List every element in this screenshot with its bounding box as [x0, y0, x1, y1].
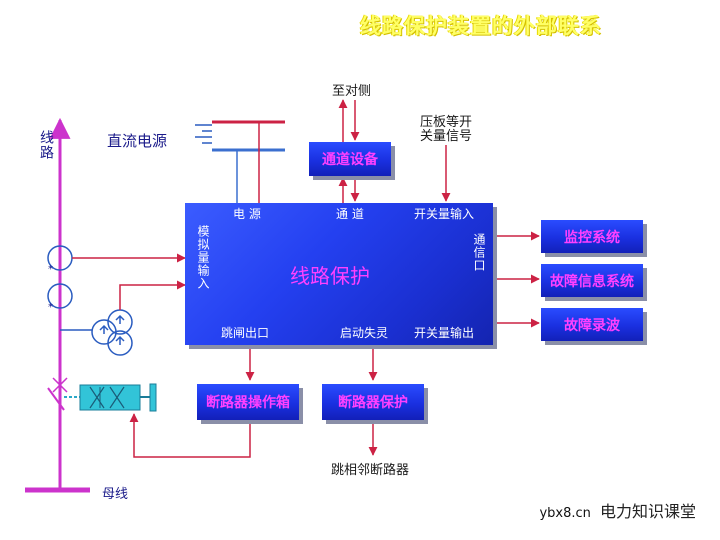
- breaker-protection-box: 断路器保护: [322, 384, 424, 420]
- ct-mark-2: *: [48, 302, 53, 313]
- bus-label: 母线: [102, 487, 129, 502]
- power-input-label: 电 源: [233, 207, 261, 221]
- analog-input-label: 模拟量输入: [196, 225, 210, 290]
- channel-input-label: 通 道: [336, 207, 364, 221]
- ct-2: [47, 283, 73, 309]
- switch-output-label: 开关量输出: [414, 326, 475, 340]
- start-fail-label: 启动失灵: [340, 326, 389, 340]
- line-protection-title: 线路保护: [290, 264, 370, 288]
- switch-input-label: 开关量输入: [414, 207, 475, 221]
- comm-port-label: 通信口: [472, 233, 486, 272]
- monitor-system-box: 监控系统: [541, 220, 643, 253]
- ct-mark-1: *: [48, 264, 53, 275]
- dc-power-label: 直流电源: [107, 132, 168, 150]
- wire-op-mech: [129, 413, 251, 458]
- watermark-brand: 电力知识课堂: [599, 502, 696, 521]
- trip-adjacent-label: 跳相邻断路器: [331, 463, 410, 478]
- breaker-operation-box: 断路器操作箱: [197, 384, 299, 420]
- line-label: 线路: [38, 130, 54, 160]
- watermark-url: ybx8.cn: [539, 506, 591, 521]
- wire-pt-analog: [119, 280, 186, 310]
- switch-signal-label: 压板等开关量信号: [420, 115, 473, 144]
- pt-symbol: [91, 309, 133, 356]
- dc-source-symbol: [195, 124, 212, 144]
- line-protection-box: 电 源 通 道 开关量输入 模拟量输入 通信口 线路保护 跳闸出口 启动失灵 开…: [185, 203, 493, 345]
- trip-output-label: 跳闸出口: [221, 326, 270, 340]
- channel-device-box: 通道设备: [309, 142, 391, 176]
- fault-record-box: 故障录波: [541, 308, 643, 341]
- fault-info-system-box: 故障信息系统: [541, 264, 643, 297]
- breaker-mechanism: [64, 383, 157, 412]
- diagram-title: 线路保护装置的外部联系: [360, 14, 602, 38]
- to-opposite-label: 至对侧: [332, 84, 372, 99]
- breaker-blade: [47, 387, 65, 411]
- watermark: ybx8.cn 电力知识课堂: [539, 498, 696, 522]
